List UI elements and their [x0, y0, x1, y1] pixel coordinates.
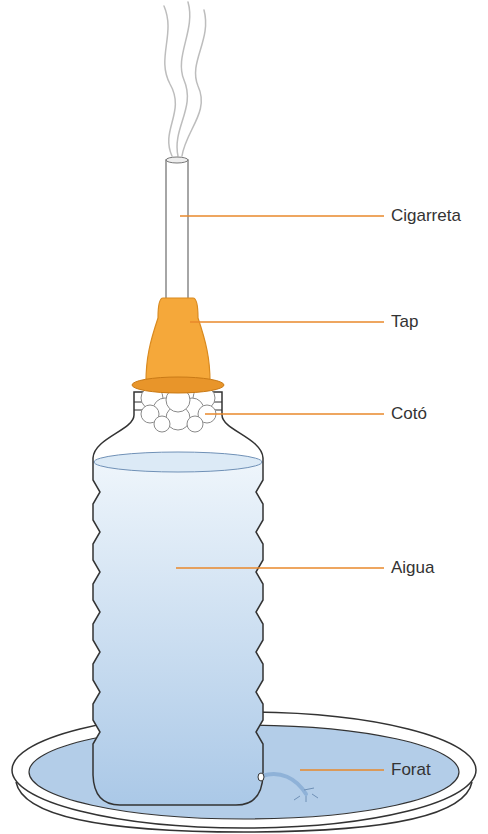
part-label: Aigua	[391, 558, 434, 578]
water	[80, 452, 280, 822]
part-label: Forat	[391, 760, 431, 780]
hole-jet	[258, 773, 318, 802]
part-label: Tap	[391, 312, 418, 332]
cigarette-tip	[166, 157, 188, 163]
leader-lines	[176, 216, 384, 770]
stopper-rim	[132, 377, 224, 393]
part-label: Cotó	[391, 404, 427, 424]
cigarette	[166, 160, 188, 310]
stopper	[146, 298, 210, 382]
bottle	[93, 392, 263, 805]
part-label: Cigarreta	[391, 206, 461, 226]
smoke	[164, 2, 206, 156]
cotton	[141, 387, 216, 432]
